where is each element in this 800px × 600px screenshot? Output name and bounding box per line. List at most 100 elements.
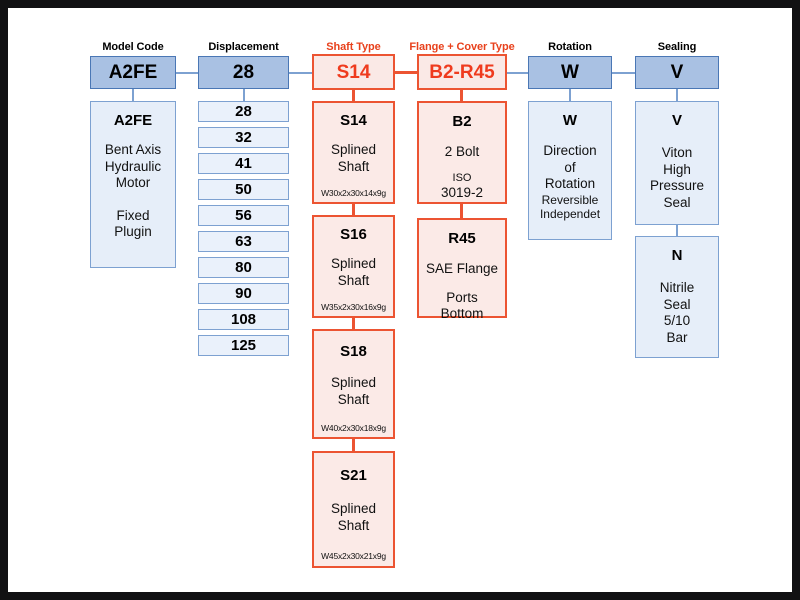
option-desc-line: Fixed xyxy=(116,207,150,223)
displacement-item[interactable]: 80 xyxy=(198,257,289,278)
option-desc-line: Shaft xyxy=(337,272,370,288)
option-box-s14[interactable]: S14 Splined Shaft W30x2x30x14x9g xyxy=(312,101,395,204)
connector-displacement-to-shaft xyxy=(289,72,312,74)
displacement-value: 125 xyxy=(230,337,257,354)
displacement-item[interactable]: 56 xyxy=(198,205,289,226)
option-desc-line: Reversible xyxy=(541,192,599,207)
option-desc-line: Direction xyxy=(543,143,597,158)
displacement-value: 108 xyxy=(230,311,257,328)
header-box-shaft-type[interactable]: S14 xyxy=(312,54,395,90)
option-desc-line: Splined xyxy=(330,256,377,271)
option-box-n[interactable]: N Nitrile Seal 5/10 Bar xyxy=(635,236,719,358)
option-box-v[interactable]: V Viton High Pressure Seal xyxy=(635,101,719,225)
displacement-item[interactable]: 125 xyxy=(198,335,289,356)
option-box-s21[interactable]: S21 Splined Shaft W45x2x30x21x9g xyxy=(312,451,395,568)
column-title-displacement: Displacement xyxy=(208,41,279,53)
displacement-item[interactable]: 50 xyxy=(198,179,289,200)
option-desc-line: Bottom xyxy=(440,306,484,321)
connector-shaft-header-to-s14 xyxy=(352,90,355,101)
connector-b2-to-r45 xyxy=(460,204,463,218)
header-box-model-code[interactable]: A2FE xyxy=(90,56,176,89)
column-title-rotation: Rotation xyxy=(548,41,592,53)
option-desc-line: Motor xyxy=(115,175,151,190)
option-desc-line: Seal xyxy=(663,296,691,312)
displacement-value: 41 xyxy=(235,155,252,172)
displacement-value: 63 xyxy=(235,233,252,250)
connector-s14-to-s16 xyxy=(352,204,355,215)
option-iso-number: 3019-2 xyxy=(440,184,484,200)
option-desc-line: Seal xyxy=(663,194,691,210)
option-desc-spacer xyxy=(105,192,161,208)
displacement-item[interactable]: 90 xyxy=(198,283,289,304)
connector-flange-to-rotation xyxy=(507,72,528,74)
column-title-model-code: Model Code xyxy=(102,41,164,53)
option-desc-line: Viton xyxy=(661,145,693,160)
option-desc-line: Shaft xyxy=(337,391,370,407)
displacement-value: 90 xyxy=(235,285,252,302)
connector-s18-to-s21 xyxy=(352,439,355,451)
option-desc-line: 5/10 xyxy=(663,313,691,328)
option-desc-line: Shaft xyxy=(337,517,370,533)
displacement-item[interactable]: 63 xyxy=(198,231,289,252)
displacement-item[interactable]: 108 xyxy=(198,309,289,330)
displacement-item[interactable]: 41 xyxy=(198,153,289,174)
displacement-value: 80 xyxy=(235,259,252,276)
option-desc-line: 2 Bolt xyxy=(444,144,480,159)
connector-s16-to-s18 xyxy=(352,318,355,329)
option-code-n: N xyxy=(671,247,683,264)
connector-v-to-n xyxy=(676,225,678,236)
displacement-value: 56 xyxy=(235,207,252,224)
displacement-value: 28 xyxy=(235,103,252,120)
column-title-sealing: Sealing xyxy=(657,41,697,53)
displacement-value: 50 xyxy=(235,181,252,198)
option-box-s16[interactable]: S16 Splined Shaft W35x2x30x16x9g xyxy=(312,215,395,318)
option-spec-s16: W35x2x30x16x9g xyxy=(321,302,386,312)
option-code-v: V xyxy=(671,112,682,129)
displacement-item[interactable]: 32 xyxy=(198,127,289,148)
header-code-shaft-type: S14 xyxy=(336,61,371,83)
option-desc-line: Splined xyxy=(330,142,377,157)
connector-flange-header-to-b2 xyxy=(460,90,463,101)
option-code-s21: S21 xyxy=(340,467,367,484)
option-code-a2fe: A2FE xyxy=(113,112,153,129)
header-code-sealing: V xyxy=(670,62,684,83)
option-desc-line: Plugin xyxy=(114,224,152,239)
option-code-s18: S18 xyxy=(340,343,367,360)
header-box-sealing[interactable]: V xyxy=(635,56,719,89)
option-box-a2fe[interactable]: A2FE Bent Axis Hydraulic Motor Fixed Plu… xyxy=(90,101,176,268)
displacement-value: 32 xyxy=(235,129,252,146)
option-box-r45[interactable]: R45 SAE Flange Ports Bottom xyxy=(417,218,507,321)
header-box-flange-cover-type[interactable]: B2-R45 xyxy=(417,54,507,90)
option-desc-line: Hydraulic xyxy=(104,158,162,174)
header-code-model-code: A2FE xyxy=(108,62,158,83)
option-desc-line: Splined xyxy=(330,375,377,390)
header-code-rotation: W xyxy=(561,62,579,83)
option-desc-line: Splined xyxy=(330,501,377,516)
option-desc-line: Independet xyxy=(539,206,601,221)
option-box-s18[interactable]: S18 Splined Shaft W40x2x30x18x9g xyxy=(312,329,395,439)
option-desc-line: High xyxy=(663,161,691,177)
option-desc-line: Shaft xyxy=(337,158,370,174)
option-code-b2: B2 xyxy=(452,113,472,130)
header-box-rotation[interactable]: W xyxy=(528,56,612,89)
header-code-flange-cover-type: B2-R45 xyxy=(429,61,495,83)
option-code-w: W xyxy=(562,112,578,129)
option-box-w[interactable]: W Direction of Rotation Reversible Indep… xyxy=(528,101,612,240)
column-title-flange-cover-type: Flange + Cover Type xyxy=(409,41,515,53)
option-desc-line: Bar xyxy=(666,329,688,345)
option-desc-line: Pressure xyxy=(649,178,705,193)
option-box-b2[interactable]: B2 2 Bolt ISO 3019-2 xyxy=(417,101,507,204)
option-spec-s14: W30x2x30x14x9g xyxy=(321,188,386,198)
option-spec-s21: W45x2x30x21x9g xyxy=(321,551,386,561)
option-desc-line: Ports xyxy=(446,289,478,305)
option-iso-label: ISO xyxy=(452,171,472,184)
header-box-displacement[interactable]: 28 xyxy=(198,56,289,89)
diagram-canvas: Model Code A2FE A2FE Bent Axis Hydraulic… xyxy=(8,8,792,592)
connector-rotation-to-sealing xyxy=(612,72,635,74)
option-spec-s18: W40x2x30x18x9g xyxy=(321,423,386,433)
displacement-item[interactable]: 28 xyxy=(198,101,289,122)
connector-displacement-header-to-list xyxy=(243,89,245,101)
option-code-r45: R45 xyxy=(448,230,476,247)
option-code-s16: S16 xyxy=(340,226,367,243)
